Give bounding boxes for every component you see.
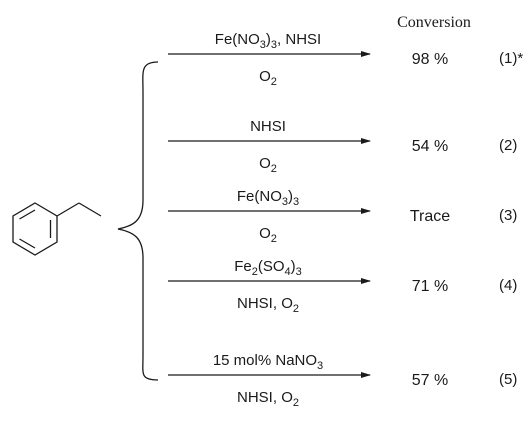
reagents-above-5: 15 mol% NaNO3	[213, 352, 323, 372]
benzene-inner-bond-3	[19, 209, 36, 220]
conversion-result-3: Trace	[410, 208, 450, 225]
equation-label-3: (3)	[499, 207, 517, 224]
ethyl-bond-2	[78, 202, 102, 217]
reagents-above-3: Fe(NO3)3	[237, 188, 299, 208]
reagents-below-2: O2	[259, 155, 277, 175]
conversion-result-2: 54 %	[412, 138, 448, 155]
conversion-header: Conversion	[397, 14, 471, 31]
conversion-result-4: 71 %	[412, 278, 448, 295]
reagents-above-4: Fe2(SO4)3	[234, 258, 302, 278]
curly-brace	[117, 61, 159, 381]
reagents-above-2: NHSI	[250, 118, 286, 135]
reaction-row-2: NHSI O2 54 % (2)	[168, 118, 517, 175]
reagents-below-3: O2	[259, 225, 277, 245]
reagents-above-1: Fe(NO3)3, NHSI	[215, 31, 321, 51]
reaction-row-3: Fe(NO3)3O2 Trace (3)	[168, 188, 517, 245]
equation-label-4: (4)	[499, 277, 517, 294]
conversion-result-5: 57 %	[412, 372, 448, 389]
conversion-result-1: 98 %	[412, 51, 448, 68]
equation-label-5: (5)	[499, 371, 517, 388]
reaction-row-1: Fe(NO3)3, NHSI O2 98 % (1)*	[168, 31, 523, 88]
benzene-inner-bond-2	[19, 238, 36, 249]
reagents-below-4: NHSI, O2	[237, 295, 299, 315]
ethylbenzene-structure: ethylbenzene	[12, 202, 102, 256]
reaction-rows: Fe(NO3)3, NHSI O2 98 % (1)* NHSI O2 54 % (2) Fe(…	[168, 31, 523, 409]
equation-label-1: (1)*	[499, 50, 523, 67]
equation-label-2: (2)	[499, 137, 517, 154]
reagents-below-5: NHSI, O2	[237, 389, 299, 409]
ethyl-bond-1	[56, 202, 80, 217]
reagents-below-1: O2	[259, 68, 277, 88]
